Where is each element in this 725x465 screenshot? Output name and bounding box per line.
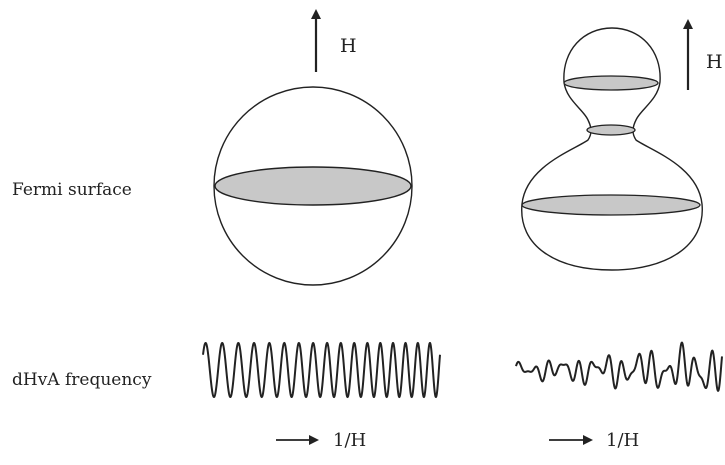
right-panel: H 1/H xyxy=(515,19,723,451)
belly-cross-section-bottom xyxy=(521,194,701,216)
right-dhva-oscillation xyxy=(515,341,723,392)
belly-cross-section-top xyxy=(563,75,659,91)
left-axis-label: 1/H xyxy=(333,430,366,451)
right-axis-label: 1/H xyxy=(606,430,639,451)
extremal-cross-section xyxy=(214,166,412,206)
left-dhva-oscillation xyxy=(202,341,441,399)
fermi-surface-label: Fermi surface xyxy=(12,180,132,200)
spherical-fermi-surface xyxy=(213,86,413,286)
left-field-label: H xyxy=(340,35,357,57)
dhva-frequency-label: dHvA frequency xyxy=(12,370,152,390)
neck-cross-section xyxy=(586,124,636,136)
right-field-label: H xyxy=(706,51,723,73)
left-panel: H 1/H xyxy=(202,9,441,451)
necked-fermi-surface xyxy=(521,27,703,271)
